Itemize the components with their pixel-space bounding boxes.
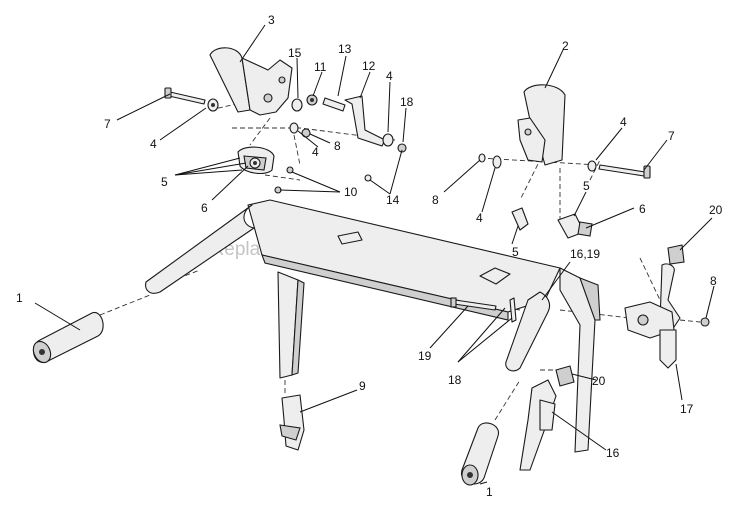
callout-1: 1 bbox=[16, 291, 23, 305]
right-hardware bbox=[478, 153, 593, 239]
lower-bolts bbox=[450, 297, 517, 323]
callout-5: 5 bbox=[512, 245, 519, 259]
callout-5: 5 bbox=[583, 179, 590, 193]
callout-18: 18 bbox=[400, 95, 414, 109]
callout-20: 20 bbox=[592, 374, 606, 388]
callout-2: 2 bbox=[562, 39, 569, 53]
callout-20: 20 bbox=[709, 203, 723, 217]
callout-1: 1 bbox=[486, 485, 493, 499]
bolt-right bbox=[587, 160, 651, 179]
callout-19: 19 bbox=[418, 349, 432, 363]
callout-7: 7 bbox=[668, 129, 675, 143]
callout-4: 4 bbox=[386, 69, 393, 83]
callout-8: 8 bbox=[432, 193, 439, 207]
right-lever bbox=[624, 244, 710, 369]
callouts: 3 15 11 13 12 4 18 7 4 4 8 5 6 10 14 2 4… bbox=[16, 13, 723, 499]
callout-4: 4 bbox=[150, 137, 157, 151]
handle-frame bbox=[145, 199, 601, 453]
callout-6: 6 bbox=[201, 201, 208, 215]
grip-right bbox=[461, 422, 500, 486]
callout-17: 17 bbox=[680, 402, 694, 416]
callout-4: 4 bbox=[620, 115, 627, 129]
callout-4: 4 bbox=[312, 145, 319, 159]
pins-10 bbox=[274, 166, 294, 194]
left-clamp-assembly bbox=[237, 146, 275, 175]
callout-8: 8 bbox=[334, 139, 341, 153]
callout-10: 10 bbox=[344, 185, 358, 199]
callout-7: 7 bbox=[104, 117, 111, 131]
callout-16-19: 16,19 bbox=[570, 247, 600, 261]
bottom-bracket bbox=[279, 394, 305, 451]
callout-3: 3 bbox=[268, 13, 275, 27]
callout-13: 13 bbox=[338, 42, 352, 56]
left-handle-bracket bbox=[209, 47, 293, 116]
callout-12: 12 bbox=[362, 59, 376, 73]
callout-6: 6 bbox=[639, 202, 646, 216]
callout-14: 14 bbox=[386, 193, 400, 207]
callout-4: 4 bbox=[476, 211, 483, 225]
grip-left bbox=[32, 312, 104, 364]
bolt-left bbox=[164, 87, 219, 112]
callout-9: 9 bbox=[359, 379, 366, 393]
lower-lever bbox=[519, 365, 575, 471]
callout-16: 16 bbox=[606, 446, 620, 460]
callout-8: 8 bbox=[710, 274, 717, 288]
right-handle-bracket bbox=[517, 84, 566, 166]
callout-11: 11 bbox=[314, 60, 327, 74]
upper-hardware bbox=[289, 94, 407, 182]
callout-15: 15 bbox=[288, 46, 302, 60]
leader-lines bbox=[34, 24, 715, 485]
callout-5: 5 bbox=[161, 175, 168, 189]
callout-18: 18 bbox=[448, 373, 462, 387]
